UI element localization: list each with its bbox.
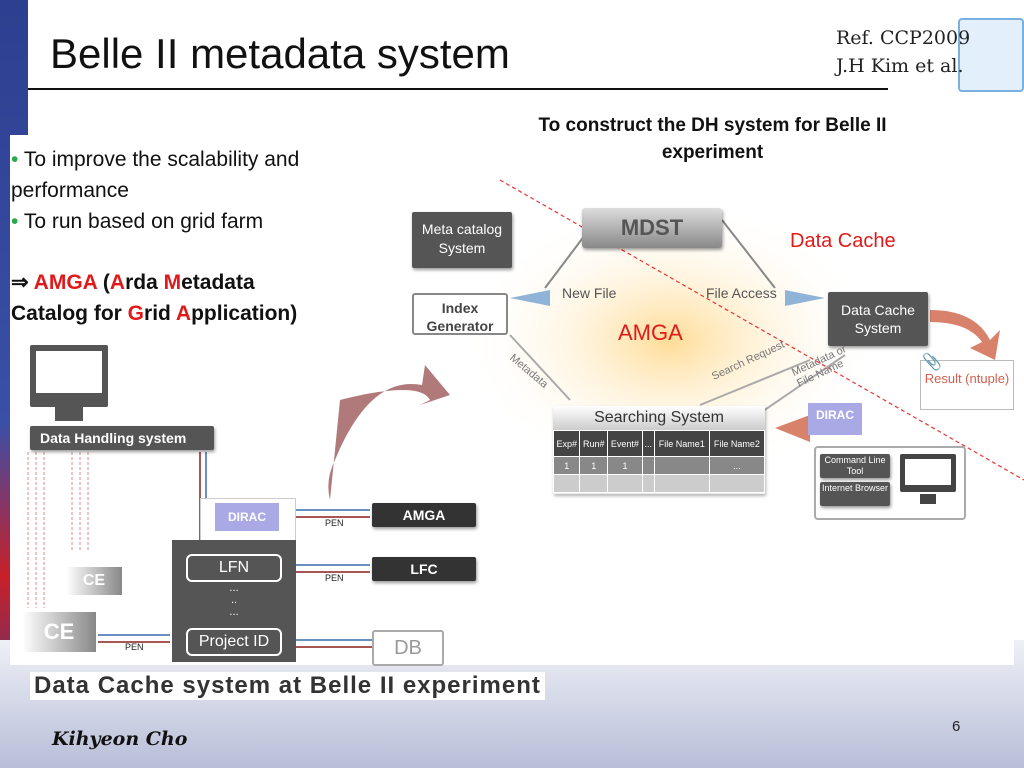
table-row <box>552 474 766 493</box>
bullet-dot-icon: • <box>11 148 24 171</box>
searching-system-panel: Searching System Exp# Run# Event# ... Fi… <box>552 406 766 494</box>
db-box: DB <box>372 630 444 666</box>
lfc-box: LFC <box>372 557 476 581</box>
acronym-letter: G <box>127 302 145 325</box>
acronym-letter: A <box>175 302 192 325</box>
data-cache-label: Data Cache <box>790 230 896 252</box>
dots: ... <box>229 606 239 618</box>
result-arrow-icon <box>930 310 1000 360</box>
pen-label-lfc: PEN <box>325 573 344 583</box>
logo-icon <box>958 18 1024 92</box>
new-file-label: New File <box>562 285 617 301</box>
amga-center-label: AMGA <box>618 320 683 345</box>
column-header: Exp# <box>552 430 581 457</box>
table-row: 1 1 1 ... <box>552 456 766 475</box>
data-handling-box: Data Handling system <box>30 426 214 450</box>
file-access-arrow-icon <box>785 290 825 306</box>
file-access-label: File Access <box>706 285 777 301</box>
table-cell: 1 <box>579 456 608 475</box>
command-line-tool-box: Command Line Tool <box>820 454 890 478</box>
table-cell: 1 <box>607 456 643 475</box>
pen-label-ce: PEN <box>125 642 144 652</box>
internet-browser-box: Internet Browser <box>820 482 890 506</box>
amga-box: AMGA <box>372 503 476 527</box>
result-box: Result (ntuple) <box>920 360 1014 410</box>
bullet-item: • To run based on grid farm <box>11 206 391 237</box>
ce-box-small: CE <box>66 567 122 595</box>
big-curved-arrow-icon <box>328 365 450 500</box>
acronym-rest: Catalog for <box>11 302 128 325</box>
monitor-stand-icon <box>920 494 936 504</box>
dots: .. <box>230 594 238 606</box>
dirac-card: DIRAC <box>200 498 296 542</box>
dirac-flag-left: DIRAC <box>215 503 279 531</box>
bullet-item: • To improve the scalability and perform… <box>11 144 391 206</box>
implies-icon: ⇒ <box>11 271 29 294</box>
table-cell: ... <box>708 456 766 475</box>
goal-heading: To construct the DH system for Belle II … <box>538 115 887 163</box>
search-request-line <box>699 359 811 406</box>
title-underline <box>28 88 888 90</box>
monitor-icon <box>900 454 956 492</box>
acronym-rest: rda <box>125 271 164 294</box>
paperclip-icon: 📎 <box>922 354 942 371</box>
dirac-arrow-icon <box>775 415 810 442</box>
project-id-label: Project ID <box>186 628 282 656</box>
bullet-text: To improve the scalability and performan… <box>11 148 300 202</box>
slide-title: Belle II metadata system <box>50 30 510 77</box>
table-header-row: Exp# Run# Event# ... File Name1 File Nam… <box>552 430 766 457</box>
acronym-rest: pplication) <box>191 302 298 325</box>
amga-acronym: AMGA <box>33 271 98 294</box>
bullet-list: • To improve the scalability and perform… <box>11 144 391 237</box>
bullet-dot-icon: • <box>11 210 24 233</box>
index-generator-box: Index Generator <box>412 293 508 335</box>
pen-label-amga: PEN <box>325 518 344 528</box>
table-cell <box>653 456 710 475</box>
search-results-table: Exp# Run# Event# ... File Name1 File Nam… <box>552 430 766 493</box>
table-cell <box>641 456 655 475</box>
author-name: Kihyeon Cho <box>52 728 188 750</box>
meta-catalog-box: Meta catalog System <box>412 212 512 268</box>
mdst-box: MDST <box>582 208 722 248</box>
bullet-text: To run based on grid farm <box>23 210 264 233</box>
column-header: File Name1 <box>653 430 710 457</box>
column-header: Event# <box>607 430 643 457</box>
acronym-letter: A <box>109 271 126 294</box>
footer-title: Data Cache system at Belle II experiment <box>30 672 545 700</box>
column-header: Run# <box>579 430 608 457</box>
searching-system-title: Searching System <box>553 406 765 430</box>
mdst-to-newfile-line <box>544 234 586 289</box>
paren: ( <box>102 271 110 294</box>
new-file-arrow-icon <box>510 290 550 306</box>
metadata-line <box>509 334 571 401</box>
reference-line-1: Ref. CCP2009 <box>836 27 971 49</box>
column-header: ... <box>641 430 655 457</box>
column-header: File Name2 <box>708 430 766 457</box>
page-number: 6 <box>952 718 961 735</box>
table-cell: 1 <box>552 456 581 475</box>
computer-stand-icon <box>55 407 83 421</box>
metadata-reply-line <box>749 354 846 421</box>
dh-to-ce-dashed-lines <box>27 452 89 608</box>
dirac-flag-right: DIRAC <box>808 403 862 435</box>
lfn-label: LFN <box>186 554 282 582</box>
computer-icon <box>30 345 108 407</box>
lfn-catalog-panel: LFN ........ Project ID <box>172 540 296 662</box>
reference-line-2: J.H Kim et al. <box>836 55 964 77</box>
dots: ... <box>229 582 239 594</box>
acronym-letter: M <box>163 271 182 294</box>
left-diagram-connectors <box>27 365 450 648</box>
acronym-rest: etadata <box>181 271 255 294</box>
ce-box-large: CE <box>22 612 96 652</box>
client-tools-panel: Command Line Tool Internet Browser <box>814 446 966 520</box>
mdst-to-fileaccess-line <box>721 219 776 289</box>
lfn-dots: ........ <box>172 582 296 618</box>
data-cache-system-box: Data Cache System <box>828 292 928 346</box>
acronym-rest: rid <box>144 302 176 325</box>
